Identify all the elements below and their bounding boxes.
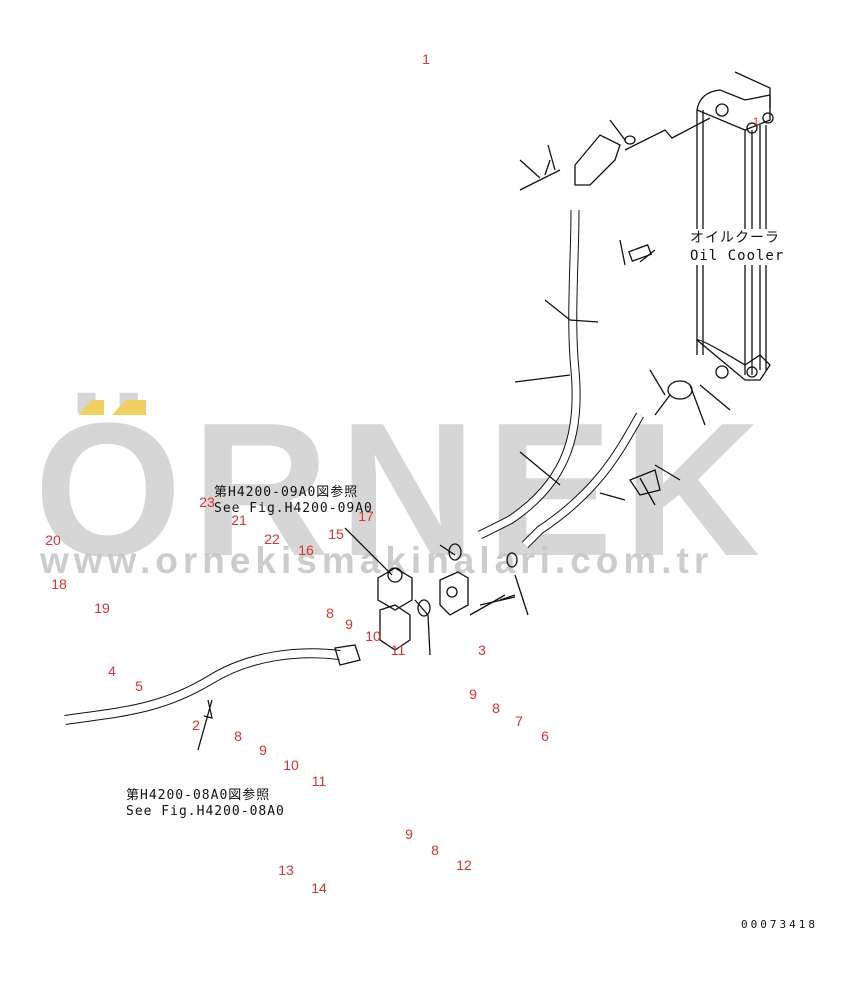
reference-note-jp: 第H4200-08A0図参照 — [126, 788, 271, 803]
callout: 9 — [469, 686, 477, 702]
reference-arrow — [197, 699, 213, 751]
watermark-accent — [112, 400, 146, 415]
oil-cooler-label: オイルクーラ Oil Cooler — [690, 229, 785, 265]
callout: 1 — [422, 51, 430, 67]
callout: 12 — [456, 857, 472, 873]
callout: 14 — [311, 880, 327, 896]
callout: 11 — [311, 773, 327, 789]
drawing-number: 00073418 — [741, 918, 818, 931]
callout: 9 — [259, 742, 267, 758]
callout: 8 — [326, 605, 334, 621]
callout: 5 — [135, 678, 143, 694]
reference-note-en: See Fig.H4200-08A0 — [126, 804, 285, 819]
callout: 8 — [431, 842, 439, 858]
callout: 22 — [264, 531, 280, 547]
oil-cooler-label-jp: オイルクーラ — [690, 230, 780, 246]
callout: 18 — [51, 576, 67, 592]
callout: 8 — [492, 700, 500, 716]
callout: 10 — [283, 757, 299, 773]
callout: 16 — [298, 542, 314, 558]
reference-note-en: See Fig.H4200-09A0 — [214, 501, 373, 516]
callout: 7 — [515, 713, 523, 729]
oil-cooler-label-en: Oil Cooler — [690, 248, 785, 264]
callout: 9 — [405, 826, 413, 842]
reference-note-jp: 第H4200-09A0図参照 — [214, 485, 359, 500]
manifold-block — [344, 527, 529, 656]
hose-upper — [477, 209, 581, 540]
callout: 10 — [365, 628, 381, 644]
oil-cooler — [624, 71, 774, 381]
reference-note-upper: 第H4200-09A0図参照 See Fig.H4200-09A0 — [214, 485, 373, 517]
callout: 13 — [278, 862, 294, 878]
elbow-fitting — [519, 119, 656, 266]
callout: 15 — [328, 526, 344, 542]
callout: 1 — [752, 116, 760, 128]
callout: 3 — [478, 642, 486, 658]
watermark-url: www.ornekismakinalari.com.tr — [40, 540, 714, 581]
callout: 19 — [94, 600, 110, 616]
callout: 17 — [358, 508, 374, 524]
reference-note-lower: 第H4200-08A0図参照 See Fig.H4200-08A0 — [126, 788, 285, 820]
watermark-accent — [78, 400, 104, 415]
callout: 9 — [345, 616, 353, 632]
callout: 11 — [390, 642, 406, 658]
callout: 2 — [192, 717, 200, 733]
callout: 6 — [541, 728, 549, 744]
callout: 21 — [231, 512, 247, 528]
callout: 20 — [45, 532, 61, 548]
callout: 4 — [108, 663, 116, 679]
callout: 23 — [199, 494, 215, 510]
callout: 8 — [234, 728, 242, 744]
watermark-logo: ÖRNEK — [34, 384, 771, 596]
